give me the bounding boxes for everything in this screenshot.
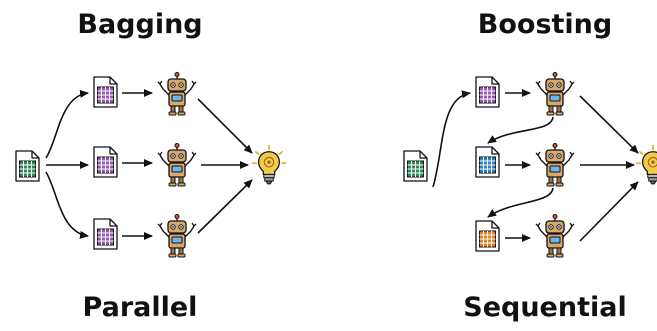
prediction-lightbulb-icon (636, 145, 657, 185)
model-robot-icon (535, 214, 575, 258)
sample-spreadsheet-icon (93, 76, 118, 108)
model-robot-icon (157, 143, 197, 187)
bagging-subtitle: Parallel (83, 292, 198, 323)
sample-spreadsheet-icon (475, 220, 500, 252)
boosting-title: Boosting (478, 9, 612, 40)
sample-spreadsheet-icon (475, 146, 500, 178)
sample-spreadsheet-icon (475, 76, 500, 108)
prediction-lightbulb-icon (252, 145, 286, 185)
bagging-title: Bagging (77, 9, 202, 40)
sample-spreadsheet-icon (93, 218, 118, 250)
source-data-spreadsheet-icon (403, 150, 428, 182)
boosting-diagram (403, 72, 657, 258)
source-data-spreadsheet-icon (15, 150, 40, 182)
model-robot-icon (535, 143, 575, 187)
model-robot-icon (157, 72, 197, 116)
model-robot-icon (535, 72, 575, 116)
bagging-diagram (15, 72, 286, 258)
sample-spreadsheet-icon (93, 146, 118, 178)
boosting-subtitle: Sequential (463, 292, 626, 323)
model-robot-icon (157, 214, 197, 258)
